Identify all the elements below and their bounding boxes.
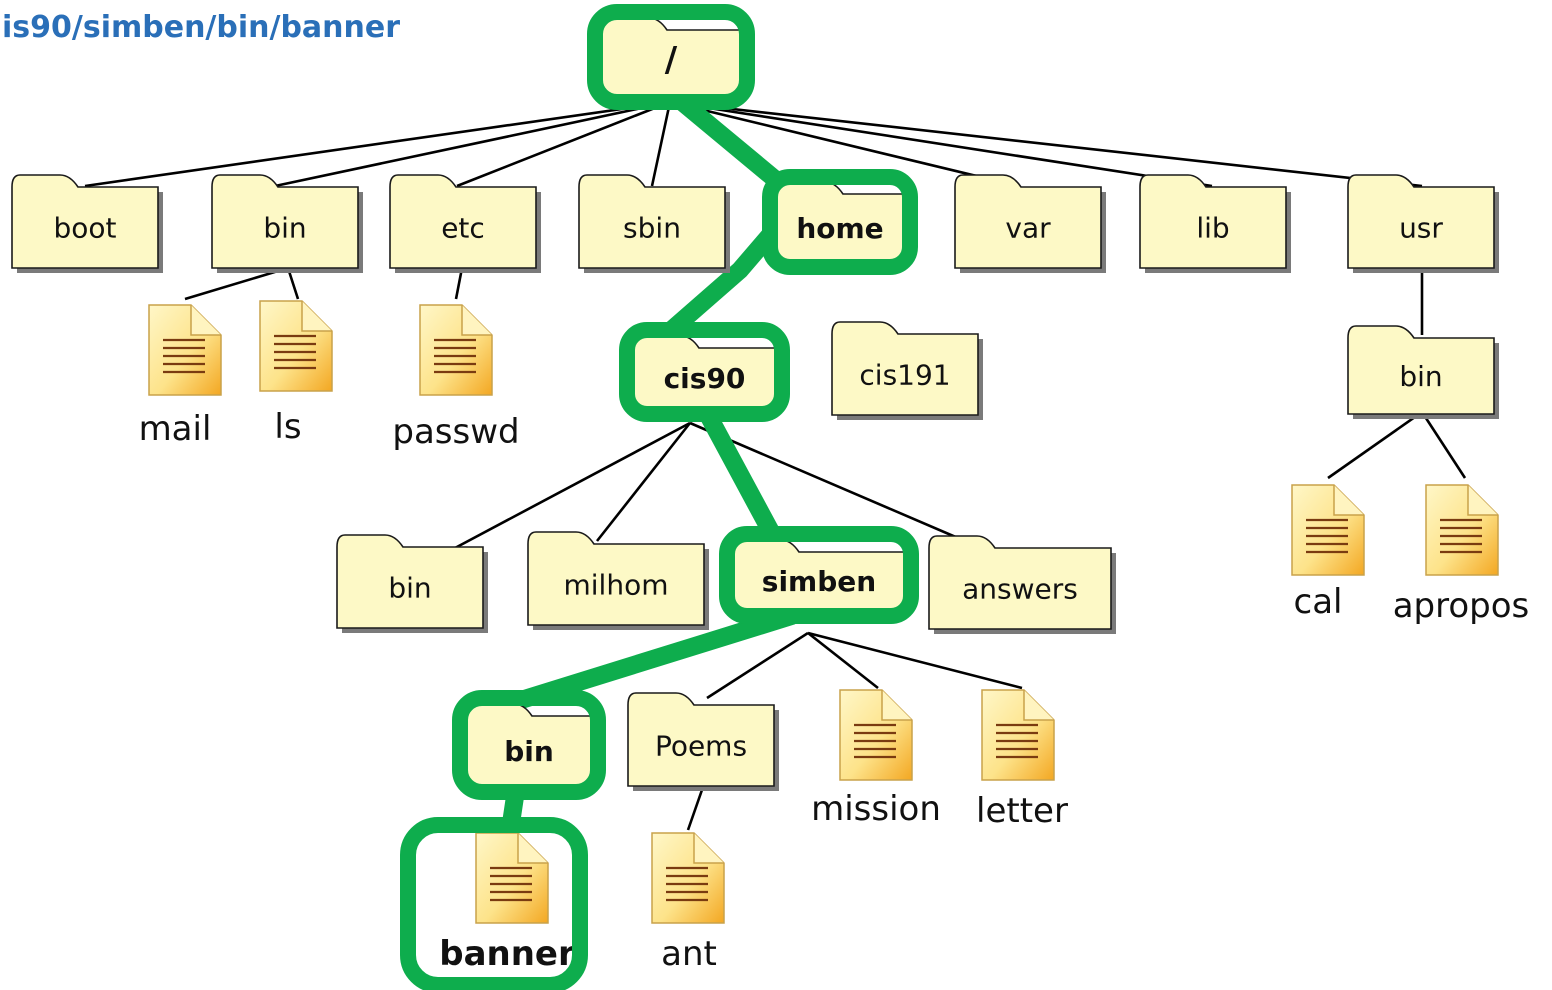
folder-label: etc [441, 212, 485, 245]
folder-var[interactable]: var [954, 174, 1106, 273]
text-file-icon [418, 303, 494, 397]
folder-icon [11, 174, 159, 269]
folder-simben[interactable]: simben [732, 539, 910, 615]
folder-label: bin [388, 572, 431, 605]
highlight-boxes [400, 4, 919, 990]
file-label: passwd [392, 412, 519, 452]
file-label: ant [661, 934, 717, 974]
folder-sbin[interactable]: sbin [578, 174, 730, 273]
folder-usr[interactable]: usr [1347, 174, 1499, 273]
file-passwd[interactable]: passwd [392, 303, 520, 452]
folder-label: milhom [564, 569, 669, 602]
folder-label: simben [762, 565, 876, 598]
file-label: ls [274, 407, 301, 447]
folder-lib[interactable]: lib [1139, 174, 1291, 273]
file-mission[interactable]: mission [811, 688, 941, 829]
folder-icon [1347, 174, 1495, 269]
file-label: apropos [1393, 586, 1530, 626]
text-file-icon [474, 831, 550, 925]
folder-icon [1347, 325, 1495, 415]
folder-icon [831, 321, 979, 416]
folder-poems[interactable]: Poems [627, 692, 779, 791]
file-mail[interactable]: mail [139, 303, 223, 449]
folder-etc[interactable]: etc [389, 174, 541, 273]
folder-label: lib [1196, 212, 1229, 245]
folder-icon [211, 174, 359, 269]
folder-label: boot [53, 212, 116, 245]
folder-bin[interactable]: bin [211, 174, 363, 273]
file-letter[interactable]: letter [976, 688, 1068, 831]
folder-label: home [796, 212, 883, 245]
folder-label: Poems [655, 730, 747, 763]
file-label: banner [439, 934, 575, 974]
file-label: cal [1294, 582, 1343, 622]
folder-boot[interactable]: boot [11, 174, 163, 273]
file-cal[interactable]: cal [1290, 483, 1366, 622]
folder-answers[interactable]: answers [928, 535, 1116, 634]
file-apropos[interactable]: apropos [1393, 483, 1530, 626]
folder-label: bin [1399, 360, 1442, 393]
folder-cis191[interactable]: cis191 [831, 321, 983, 420]
folder-simben-bin[interactable]: bin [465, 703, 597, 791]
path-title: is90/simben/bin/banner [2, 10, 400, 45]
folder-icon [336, 534, 484, 629]
folder-label: cis191 [859, 359, 950, 392]
folder-label: usr [1399, 212, 1443, 245]
text-file-icon [650, 831, 726, 925]
folder-icon [928, 535, 1112, 630]
folder-home[interactable]: home [776, 181, 908, 267]
file-ls[interactable]: ls [258, 299, 334, 447]
tree-connectors [84, 100, 1467, 831]
folder-label: var [1005, 212, 1051, 245]
folder-label: sbin [623, 212, 681, 245]
folder-cis90-bin[interactable]: bin [336, 534, 488, 633]
text-file-icon [1424, 483, 1500, 577]
file-label: letter [976, 791, 1068, 831]
text-file-icon [1290, 483, 1366, 577]
folder-usr-bin[interactable]: bin [1347, 325, 1499, 419]
text-file-icon [147, 303, 223, 397]
folder-root[interactable] [600, 17, 746, 101]
folder-icon [527, 531, 705, 626]
text-file-icon [258, 299, 334, 393]
folder-icon [954, 174, 1102, 269]
file-banner[interactable]: banner [439, 831, 575, 974]
folder-label: cis90 [664, 362, 746, 395]
folder-icon [389, 174, 537, 269]
root-label: / [665, 40, 678, 80]
folder-cis90[interactable]: cis90 [632, 335, 781, 413]
text-file-icon [838, 688, 914, 782]
folder-milhom[interactable]: milhom [527, 531, 709, 630]
folder-label: answers [962, 573, 1078, 606]
folder-icon [627, 692, 775, 787]
folder-label: bin [263, 212, 306, 245]
folder-label: bin [504, 735, 554, 768]
folder-icon [1139, 174, 1287, 269]
text-file-icon [980, 688, 1056, 782]
file-ant[interactable]: ant [650, 831, 726, 974]
file-label: mail [139, 409, 212, 449]
folder-icon [578, 174, 726, 269]
file-label: mission [811, 789, 941, 829]
